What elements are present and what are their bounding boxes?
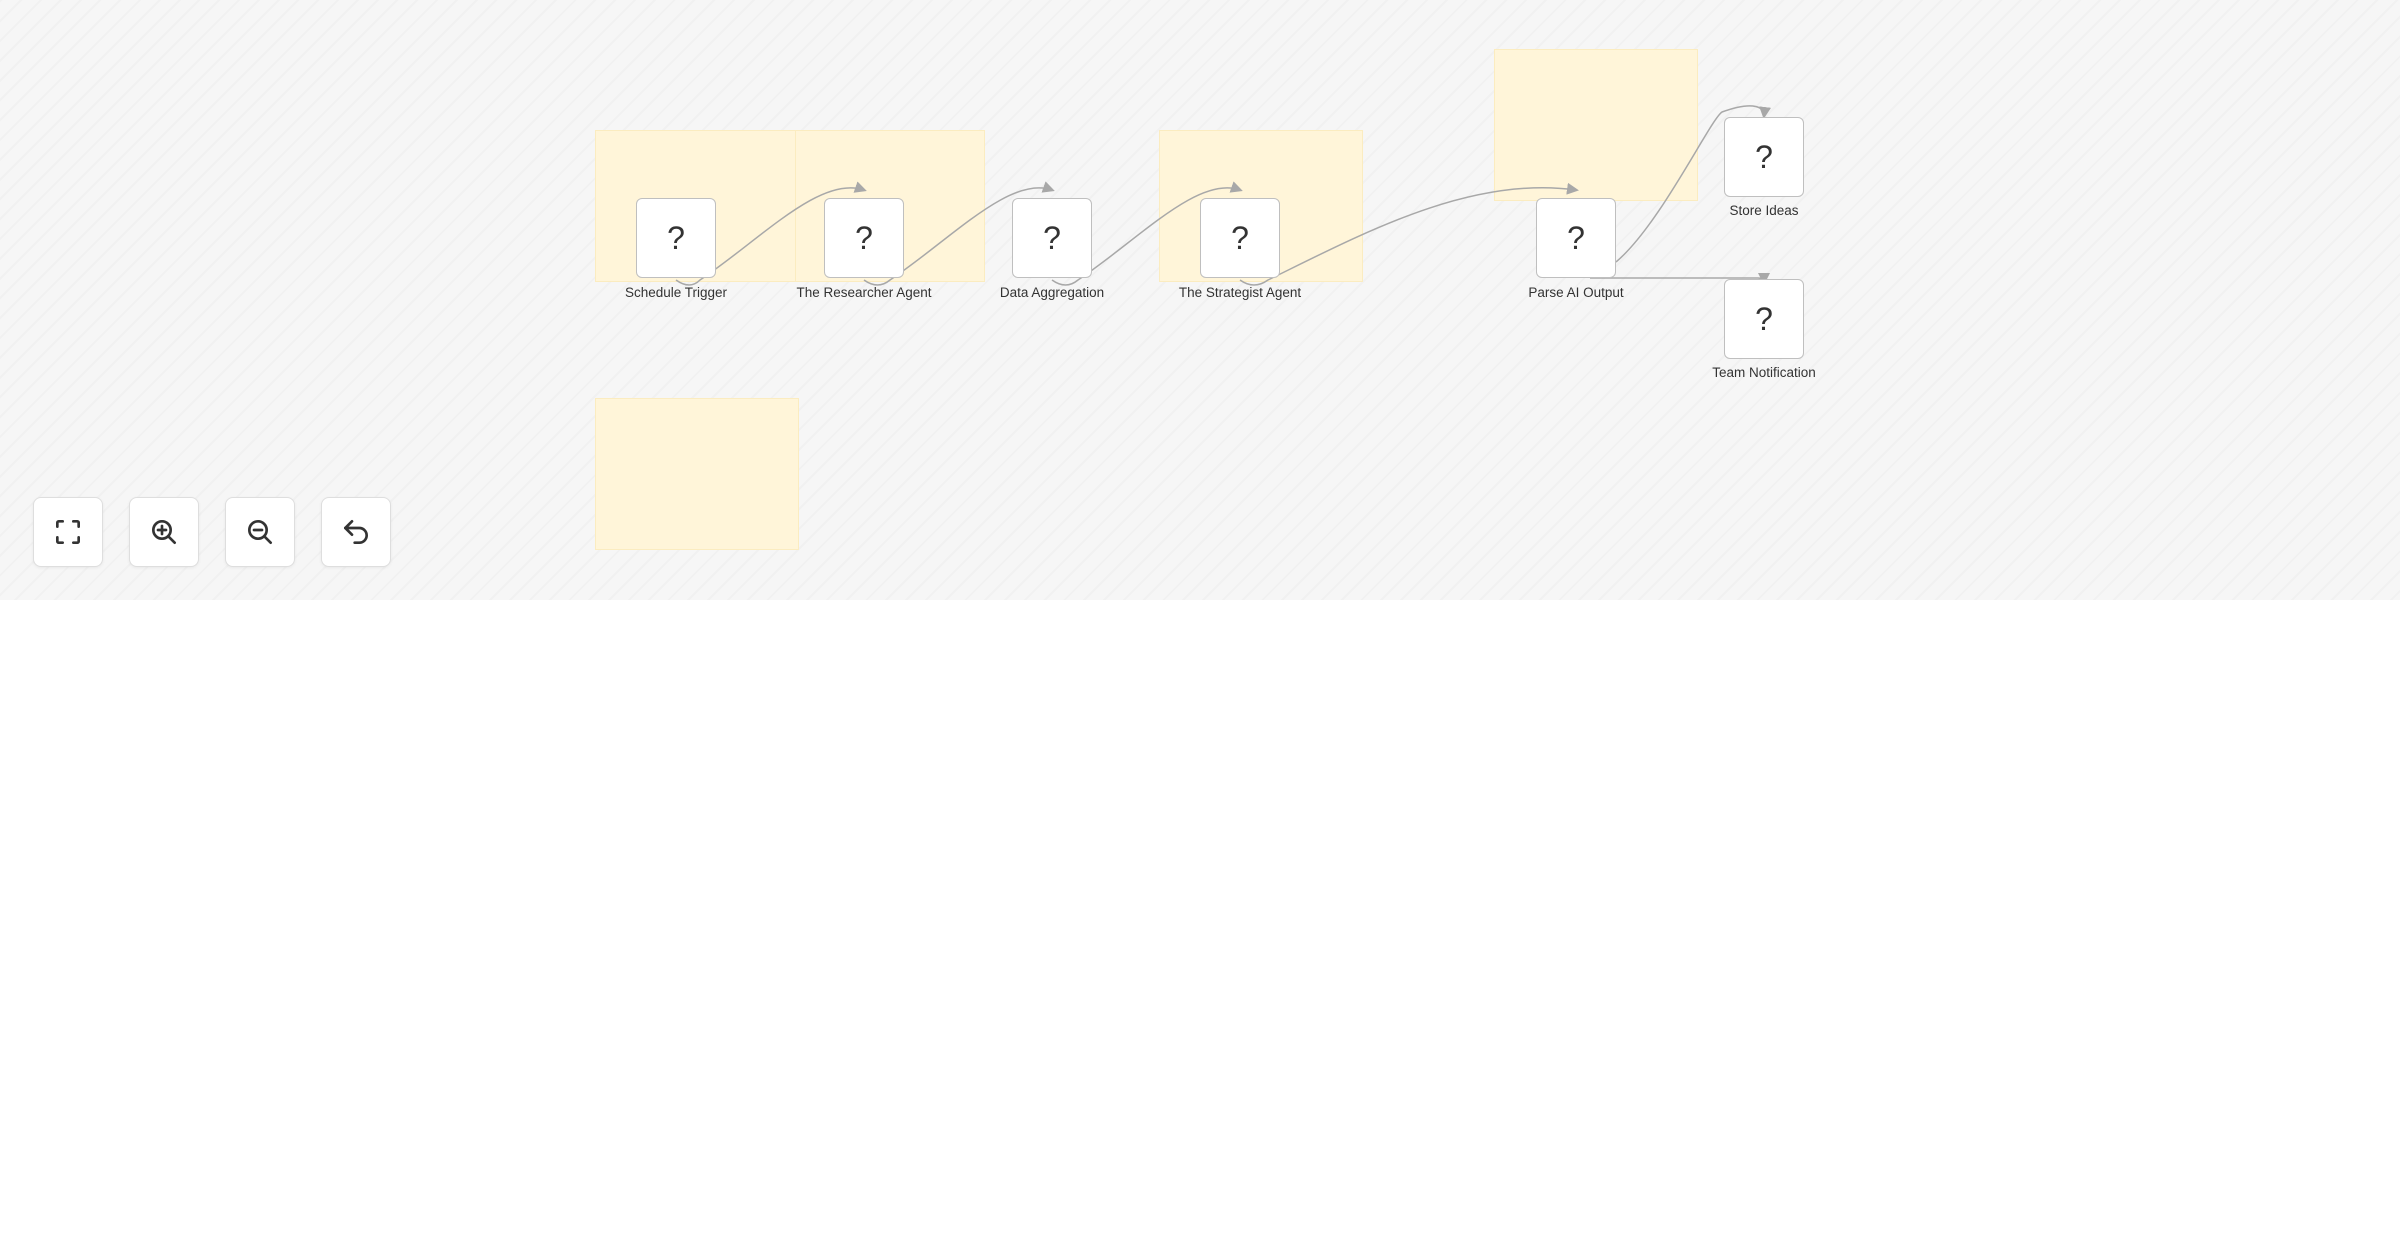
fullscreen-icon (56, 520, 80, 544)
zoom-out-icon (248, 520, 272, 544)
unknown-node-icon: ? (1231, 220, 1249, 256)
node-team-notification[interactable]: ? (1724, 279, 1804, 359)
fit-view-button[interactable] (33, 497, 103, 567)
unknown-node-icon: ? (1567, 220, 1585, 256)
unknown-node-icon: ? (1755, 301, 1773, 337)
node-researcher-agent[interactable]: ? (824, 198, 904, 278)
zoom-in-button[interactable] (129, 497, 199, 567)
node-label-parse-ai-output: Parse AI Output (1528, 285, 1624, 300)
undo-icon (344, 520, 368, 544)
node-schedule-trigger[interactable]: ? (636, 198, 716, 278)
node-label-data-aggregation: Data Aggregation (999, 285, 1105, 300)
sticky-note[interactable] (595, 398, 799, 550)
undo-button[interactable] (321, 497, 391, 567)
node-parse-ai-output[interactable]: ? (1536, 198, 1616, 278)
node-store-ideas[interactable]: ? (1724, 117, 1804, 197)
node-label-strategist-agent: The Strategist Agent (1178, 285, 1302, 300)
unknown-node-icon: ? (1755, 139, 1773, 175)
node-data-aggregation[interactable]: ? (1012, 198, 1092, 278)
node-label-schedule-trigger: Schedule Trigger (624, 285, 728, 300)
sticky-note[interactable] (1494, 49, 1698, 201)
unknown-node-icon: ? (667, 220, 685, 256)
unknown-node-icon: ? (1043, 220, 1061, 256)
workflow-canvas[interactable]: ? Schedule Trigger ? The Researcher Agen… (0, 0, 2400, 600)
node-label-store-ideas: Store Ideas (1729, 203, 1799, 218)
node-strategist-agent[interactable]: ? (1200, 198, 1280, 278)
node-label-researcher-agent: The Researcher Agent (796, 285, 932, 300)
node-label-team-notification: Team Notification (1712, 365, 1816, 380)
zoom-in-icon (152, 520, 176, 544)
unknown-node-icon: ? (855, 220, 873, 256)
zoom-out-button[interactable] (225, 497, 295, 567)
